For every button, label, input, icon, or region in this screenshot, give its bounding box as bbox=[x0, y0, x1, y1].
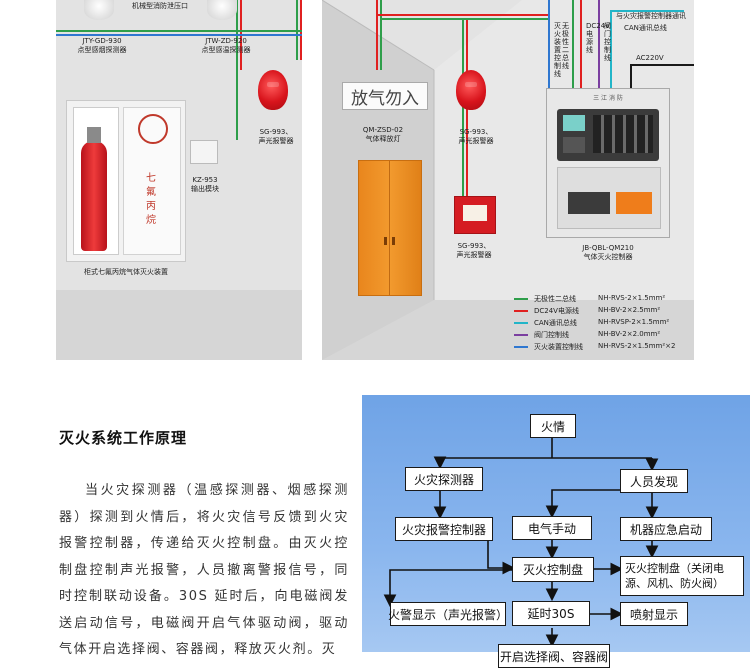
no-entry-sign: 放气勿入 bbox=[342, 82, 428, 110]
flow-node-manual: 电气手动 bbox=[512, 516, 592, 540]
wire-label-bus: 无极性二总线 bbox=[562, 22, 569, 70]
flow-node-detector: 火灾探测器 bbox=[405, 467, 483, 491]
smoke-detector-icon bbox=[84, 0, 114, 20]
wire-label-release: 灭火装置控制线 bbox=[554, 22, 561, 78]
flow-node-open-valves: 开启选择阀、容器阀 bbox=[498, 644, 610, 668]
sound-light-alarm-icon bbox=[258, 70, 288, 110]
heat-detector-icon bbox=[207, 0, 237, 20]
legend-item: 灭火装置控制线 NH-RVS-2×1.5mm²×2 bbox=[514, 342, 714, 352]
flow-node-fire: 火情 bbox=[530, 414, 576, 438]
pressure-relief-label: 机械型消防泄压口 bbox=[132, 2, 188, 10]
wire-label-note: 与火灾报警控制器通讯 bbox=[616, 12, 686, 20]
legend-item: 阀门控制线 NH-BV-2×2.0mm² bbox=[514, 330, 714, 340]
flow-node-spray-display: 喷射显示 bbox=[620, 602, 688, 626]
gas-cylinder-icon bbox=[81, 141, 107, 251]
wire-legend: 无极性二总线 NH-RVS-2×1.5mm² DC24V电源线 NH-BV-2×… bbox=[514, 292, 694, 352]
flow-node-alarm-controller: 火灾报警控制器 bbox=[395, 517, 493, 541]
principle-paragraph: 当火灾探测器（温感探测器、烟感探测器）探测到火情后，将火灾信号反馈到火灾报警控制… bbox=[59, 483, 349, 657]
flow-node-control-panel: 灭火控制盘 bbox=[512, 557, 594, 582]
legend-item: 无极性二总线 NH-RVS-2×1.5mm² bbox=[514, 294, 714, 304]
gas-extinguishing-controller: 三 江 消 防 bbox=[546, 88, 670, 238]
cabinet-label: 柜式七氟丙烷气体灭火装置 bbox=[84, 268, 168, 276]
wire-label-can: CAN通讯总线 bbox=[624, 24, 667, 32]
flow-node-alarm-display: 火警显示（声光报警） bbox=[388, 602, 508, 626]
flow-node-delay: 延时30S bbox=[512, 601, 590, 626]
legend-item: DC24V电源线 NH-BV-2×2.5mm² bbox=[514, 306, 714, 316]
flow-node-emergency: 机器应急启动 bbox=[620, 517, 712, 541]
sound-light-alarm-icon bbox=[456, 70, 486, 110]
flow-node-person: 人员发现 bbox=[620, 469, 688, 493]
controller-front-panel bbox=[557, 109, 659, 161]
output-module-icon bbox=[190, 140, 218, 164]
wire-label-valve: 阀门控制线 bbox=[604, 22, 611, 62]
wire-label-ac: AC220V bbox=[636, 54, 664, 62]
alarm-low-label: SG-993、声光报警器 bbox=[456, 242, 492, 259]
alarm-left-label: SG-993、声光报警器 bbox=[258, 128, 294, 145]
flow-node-panel-note: 灭火控制盘（关闭电源、风机、防火阀） bbox=[620, 556, 744, 596]
flowchart-connectors bbox=[383, 437, 659, 648]
alarm-mid-label: SG-993、声光报警器 bbox=[458, 128, 494, 145]
gas-extinguisher-cabinet: 七 氟 丙 烷 bbox=[66, 100, 186, 262]
manual-release-button-icon bbox=[454, 196, 496, 234]
room-door bbox=[358, 160, 422, 296]
principle-heading: 灭火系统工作原理 bbox=[59, 429, 188, 447]
legend-item: CAN通讯总线 NH-RVSP-2×1.5mm² bbox=[514, 318, 714, 328]
